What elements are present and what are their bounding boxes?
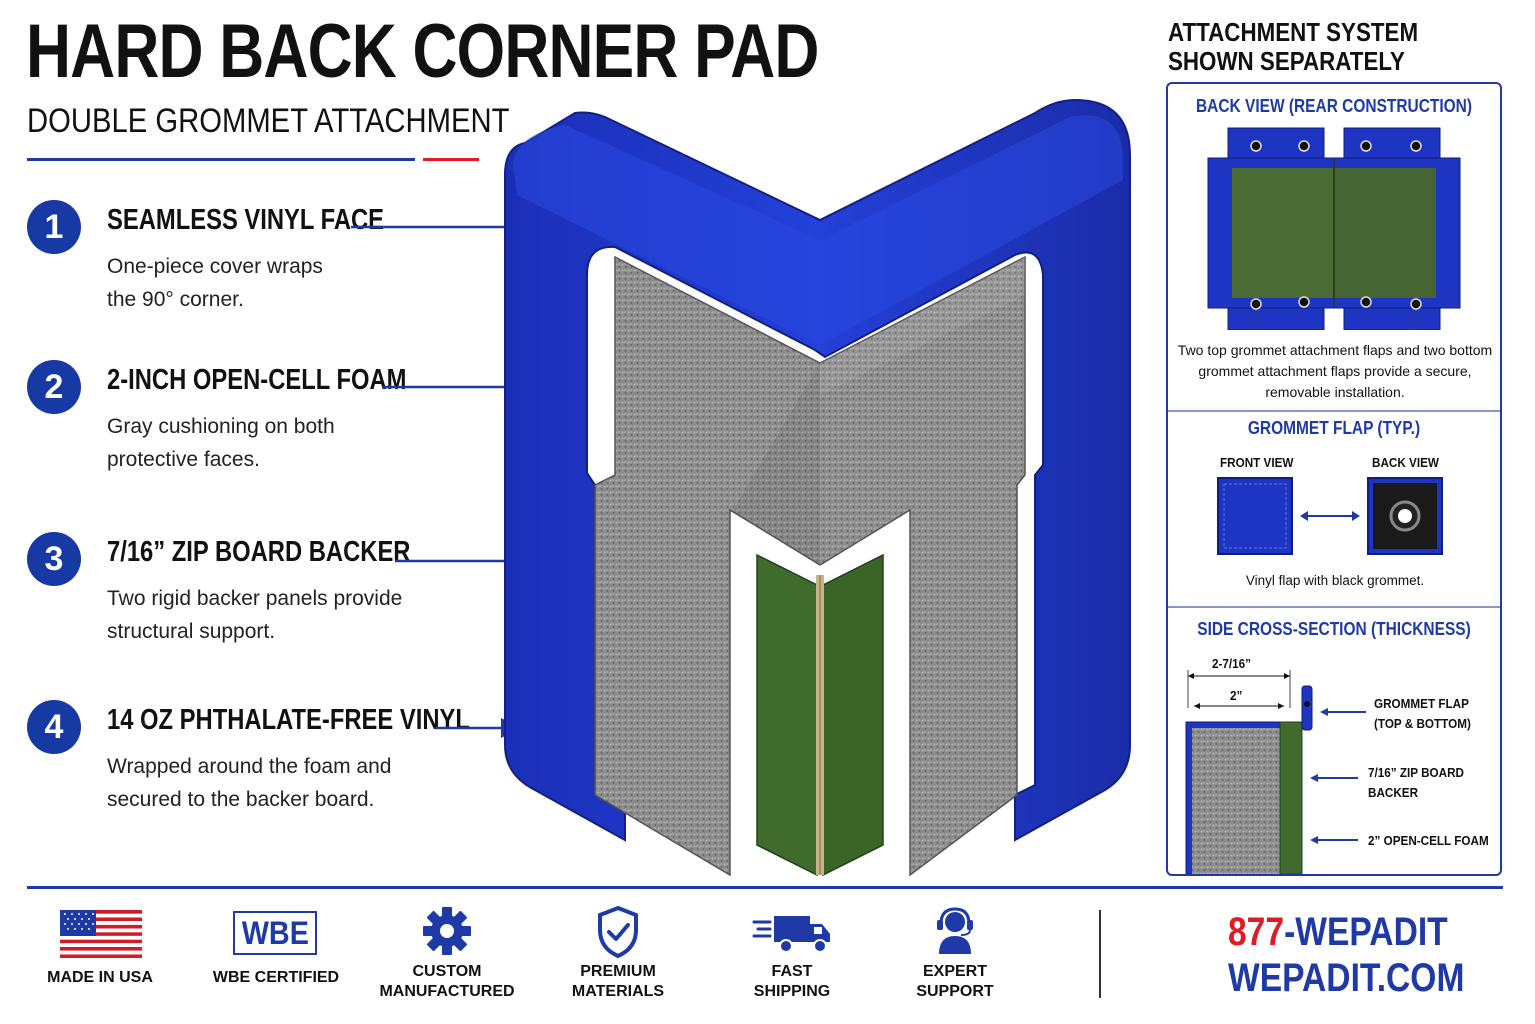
feature-4-number: 4 xyxy=(27,700,81,754)
badge-premium-label-line2: MATERIALS xyxy=(571,983,665,1000)
feature-4-description: Wrapped around the foam and secured to t… xyxy=(107,750,437,816)
back-view-label: BACK VIEW xyxy=(1372,455,1439,470)
attachment-system-heading: ATTACHMENT SYSTEM SHOWN SEPARATELY xyxy=(1168,18,1418,76)
wbe-logo-icon: WBE xyxy=(233,911,317,955)
badge-support-label-line2: SUPPORT xyxy=(916,983,994,1000)
feature-4-line1: Wrapped around the foam and xyxy=(107,755,392,778)
feature-4-title: 14 OZ PHTHALATE-FREE VINYL xyxy=(107,704,470,736)
badge-wbe-certified-label: WBE CERTIFIED xyxy=(212,969,340,986)
badge-custom-label-line1: CUSTOM xyxy=(412,963,482,980)
dim-inner-label: 2” xyxy=(1230,688,1243,703)
label-open-cell-foam: 2” OPEN-CELL FOAM xyxy=(1368,833,1489,848)
phone-rest: -WEPADIT xyxy=(1284,910,1448,954)
website-link[interactable]: WEPADIT.COM xyxy=(1228,956,1465,1000)
attachment-system-panel: BACK VIEW (REAR CONSTRUCTION) Two top gr… xyxy=(1166,82,1502,876)
dim-outer-label: 2-7/16” xyxy=(1212,656,1252,671)
feature-4-line2: secured to the backer board. xyxy=(107,788,375,811)
label-grommet-flap-line1: GROMMET FLAP xyxy=(1374,696,1469,711)
feature-1-title: SEAMLESS VINYL FACE xyxy=(107,204,385,236)
gear-icon xyxy=(423,907,471,955)
badge-custom-label-line2: MANUFACTURED xyxy=(379,983,515,1000)
phone-number[interactable]: 877-WEPADIT xyxy=(1228,912,1448,952)
panel-divider-1 xyxy=(1168,410,1500,412)
cross-section-illustration xyxy=(1185,670,1366,874)
grommet-flap-title: GROMMET FLAP (TYP.) xyxy=(1247,418,1421,438)
label-grommet-flap-line2: (TOP & BOTTOM) xyxy=(1374,716,1471,731)
badge-made-in-usa-label: MADE IN USA xyxy=(47,969,153,986)
attachment-heading-line2: SHOWN SEPARATELY xyxy=(1168,46,1405,76)
feature-4: 4 14 OZ PHTHALATE-FREE VINYL Wrapped aro… xyxy=(27,700,547,820)
back-view-illustration xyxy=(1207,127,1461,330)
feature-2-title: 2-INCH OPEN-CELL FOAM xyxy=(107,364,407,396)
feature-1-line2: the 90° corner. xyxy=(107,288,244,311)
delivery-truck-icon xyxy=(752,916,830,953)
front-view-label: FRONT VIEW xyxy=(1220,455,1294,470)
panel-divider-2 xyxy=(1168,606,1500,608)
label-zip-backer-line1: 7/16” ZIP BOARD xyxy=(1368,765,1465,780)
footer-separator xyxy=(1099,910,1101,998)
feature-2-description: Gray cushioning on both protective faces… xyxy=(107,410,437,476)
wbe-logo-text: WBE xyxy=(241,915,309,951)
zip-board-backer xyxy=(756,553,818,877)
feature-1-description: One-piece cover wraps the 90° corner. xyxy=(107,250,437,316)
attachment-heading-line1: ATTACHMENT SYSTEM xyxy=(1168,17,1419,47)
double-arrow-icon xyxy=(1300,511,1360,521)
phone-prefix: 877 xyxy=(1228,910,1285,954)
grommet-flap-back-illustration xyxy=(1367,477,1443,555)
label-zip-backer-line2: BACKER xyxy=(1368,785,1419,800)
title-underline-blue xyxy=(27,158,415,161)
corner-pad-cutaway-illustration xyxy=(504,98,1131,877)
feature-2-number: 2 xyxy=(27,360,81,414)
feature-3-line1: Two rigid backer panels provide xyxy=(107,587,403,610)
us-flag-icon xyxy=(60,910,142,958)
grommet-flap-front-illustration xyxy=(1217,477,1293,555)
feature-1: 1 SEAMLESS VINYL FACE One-piece cover wr… xyxy=(27,200,548,320)
foam-core xyxy=(594,255,1026,877)
feature-3-number: 3 xyxy=(27,532,81,586)
feature-3: 3 7/16” ZIP BOARD BACKER Two rigid backe… xyxy=(27,532,699,652)
feature-2-line2: protective faces. xyxy=(107,448,260,471)
headset-support-icon xyxy=(937,907,973,954)
badge-premium-label-line1: PREMIUM xyxy=(580,963,656,980)
badge-shipping-label-line2: SHIPPING xyxy=(753,983,831,1000)
shield-check-icon xyxy=(598,906,638,958)
page-subtitle: DOUBLE GROMMET ATTACHMENT xyxy=(27,102,510,140)
grommet-flap-caption: Vinyl flap with black grommet. xyxy=(1245,573,1425,588)
footer-rule xyxy=(27,886,1503,889)
feature-1-number: 1 xyxy=(27,200,81,254)
feature-2: 2 2-INCH OPEN-CELL FOAM Gray cushioning … xyxy=(27,360,588,480)
back-view-caption: Two top grommet attachment flaps and two… xyxy=(1177,342,1493,400)
feature-3-description: Two rigid backer panels provide structur… xyxy=(107,582,437,648)
badge-shipping-label-line1: FAST xyxy=(771,963,813,980)
feature-1-line1: One-piece cover wraps xyxy=(107,255,323,278)
feature-3-line2: structural support. xyxy=(107,620,276,643)
title-underline-red xyxy=(423,158,479,161)
feature-3-title: 7/16” ZIP BOARD BACKER xyxy=(107,536,411,568)
page-title: HARD BACK CORNER PAD xyxy=(26,9,819,94)
feature-2-line1: Gray cushioning on both xyxy=(107,415,335,438)
badge-support-label-line1: EXPERT xyxy=(922,963,987,980)
back-view-title: BACK VIEW (REAR CONSTRUCTION) xyxy=(1195,96,1473,116)
cross-section-title: SIDE CROSS-SECTION (THICKNESS) xyxy=(1197,619,1471,639)
